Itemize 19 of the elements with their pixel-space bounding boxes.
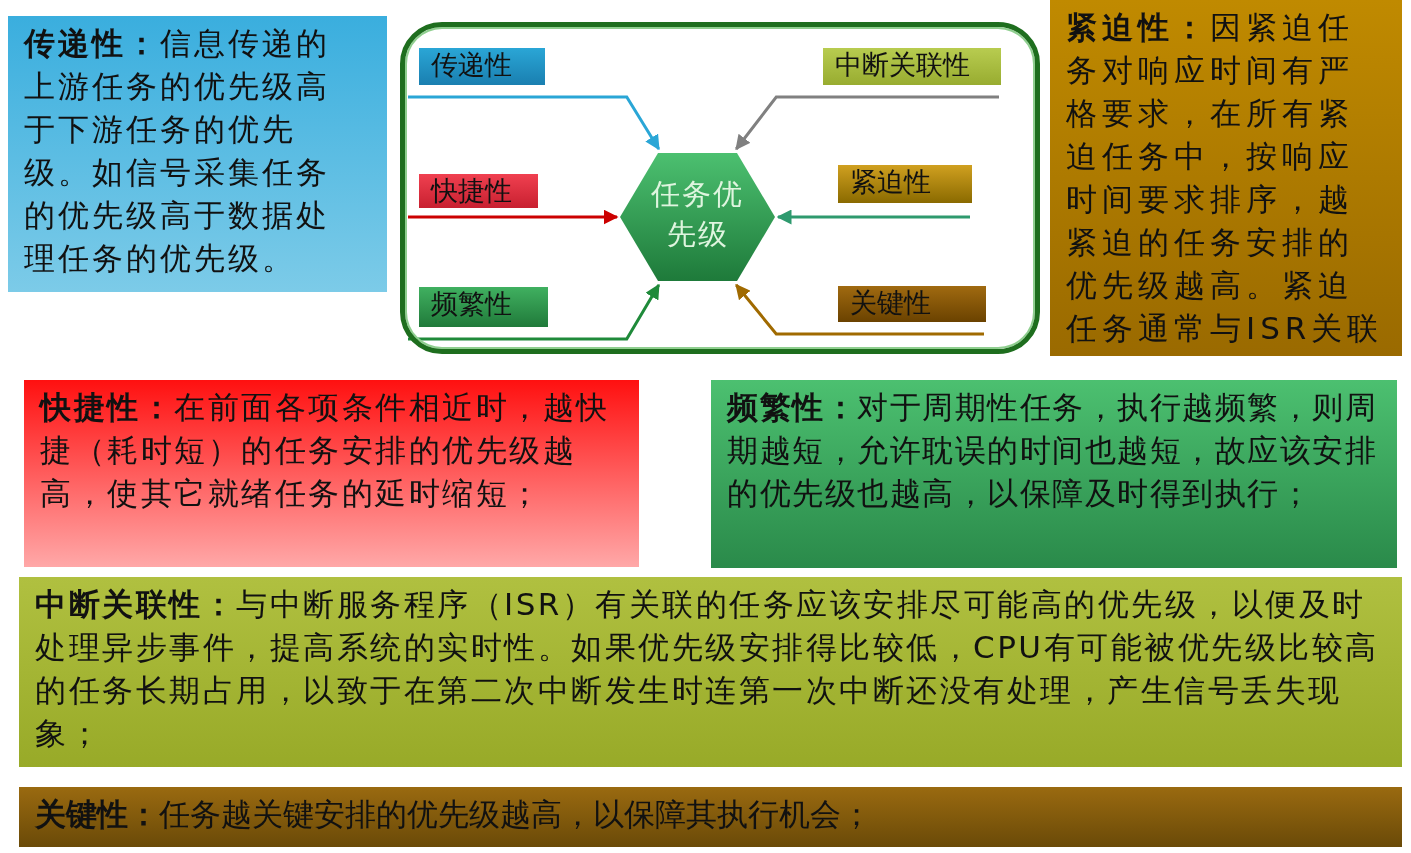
description-box: 紧迫性：因紧迫任务对响应时间有严格要求，在所有紧迫任务中，按响应时间要求排序，越紧迫的任务安排的优先级越高。紧迫任务通常与ISR关联 [1050,0,1402,356]
arrow [735,283,984,336]
description-box: 中断关联性：与中断服务程序（ISR）有关联的任务应该安排尽可能高的优先级，以便及时处理异步事件，提高系统的实时性。如果优先级安排得比较低，CPU有可能被优先级比较高的任务长期占用，以致于在第二次中断发生时连第一次中断还没有处理，产生信号丢失现象； [19,577,1402,767]
arrow [735,95,999,151]
description-box: 频繁性：对于周期性任务，执行越频繁，则周期越短，允许耽误的时间也越短，故应该安排的优先级也越高，以保障及时得到执行； [711,380,1397,568]
tag-label: 传递性 [419,48,545,85]
tag-label: 中断关联性 [823,48,1001,85]
hexagon-label: 任务优先级 [650,176,745,253]
description-box: 快捷性：在前面各项条件相近时，越快捷（耗时短）的任务安排的优先级越高，使其它就绪任务的延时缩短； [24,380,639,567]
rounded-frame [400,22,1040,354]
arrow [776,209,970,225]
description-box: 传递性：信息传递的上游任务的优先级高于下游任务的优先级。如信号采集任务的优先级高于数据处理任务的优先级。 [8,16,387,292]
description-box: 关键性：任务越关键安排的优先级越高，以保障其执行机会； [19,787,1402,847]
arrow [408,209,619,225]
tag-label: 紧迫性 [838,165,972,203]
tag-label: 快捷性 [419,174,538,208]
arrow [408,95,661,151]
tag-label: 关键性 [838,286,986,322]
tag-label: 频繁性 [419,287,548,327]
